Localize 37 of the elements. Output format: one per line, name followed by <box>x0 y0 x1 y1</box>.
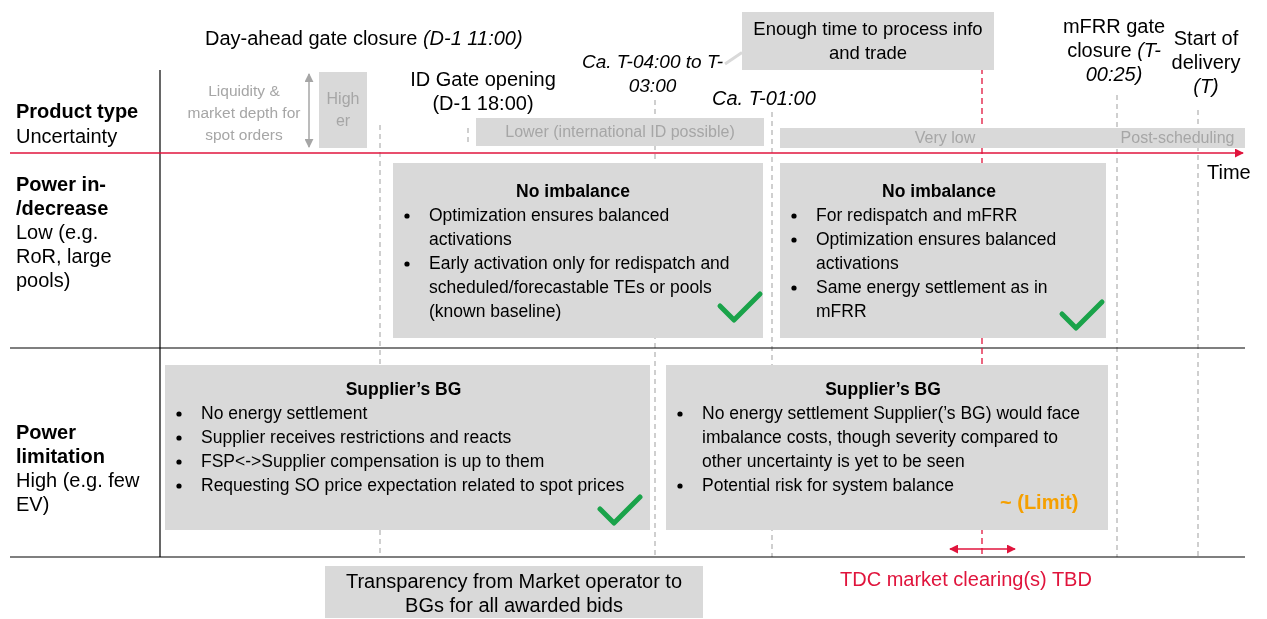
note-box: Transparency from Market operator to BGs for all awarded bids <box>325 566 703 618</box>
milestone-label: Start of delivery (T) <box>1170 26 1242 98</box>
row-heading: Power in- /decrease <box>16 172 110 220</box>
box-heading: Supplier’s BG <box>824 378 942 401</box>
bullet-text: Optimization ensures balanced activations <box>429 205 670 249</box>
row-heading: Power limitation <box>16 420 106 468</box>
info-box <box>165 365 650 530</box>
row-heading: Product type <box>16 99 139 123</box>
bullet-text: FSP<->Supplier compensation is up to them <box>201 451 545 471</box>
bullet-text: Optimization ensures balanced activations <box>816 229 1057 273</box>
bullet-text: No energy settlement <box>201 403 368 423</box>
milestone-label: ID Gate opening (D-1 18:00) <box>409 67 557 115</box>
note-box: Enough time to process info and trade <box>742 12 994 70</box>
row-subheading: High (e.g. few EV) <box>16 468 141 516</box>
axis-label: Time <box>1207 160 1251 184</box>
axis-note: Liquidity & market depth for spot orders <box>186 81 302 145</box>
bullet-text: Early activation only for redispatch and scheduled/forecastable TEs or pools (known baseline) <box>429 253 730 321</box>
bullet-text: No energy settlement Supplier(’s BG) would face imbalance costs, though severity compared to other uncertainty is yet to be seen <box>702 403 1081 471</box>
info-box <box>780 163 1106 338</box>
rating-label: ~ (Limit) <box>1000 490 1079 514</box>
annotation-label: TDC market clearing(s) TBD <box>840 567 1092 591</box>
box-heading: Supplier’s BG <box>344 378 463 401</box>
info-box <box>666 365 1108 530</box>
row-subheading: Low (e.g. RoR, large pools) <box>16 220 113 292</box>
milestone-label: Ca. T-01:00 <box>712 86 816 110</box>
milestone-label: Day-ahead gate closure (D-1 11:00) <box>205 26 523 50</box>
bullet-text: Supplier receives restrictions and reacts <box>201 427 512 447</box>
bullet-text: Potential risk for system balance <box>702 475 954 495</box>
bullet-text: Same energy settlement as in mFRR <box>816 277 1048 321</box>
info-box <box>393 163 763 338</box>
box-heading: No imbalance <box>515 180 631 203</box>
bullet-text: Requesting SO price expectation related to spot prices <box>201 475 625 495</box>
box-heading: No imbalance <box>881 180 997 203</box>
connector-line <box>724 51 743 66</box>
bullet-text: For redispatch and mFRR <box>816 205 1018 225</box>
row-subheading: Uncertainty <box>16 124 118 148</box>
milestone-label: mFRR gate closure (T-00:25) <box>1061 14 1167 86</box>
